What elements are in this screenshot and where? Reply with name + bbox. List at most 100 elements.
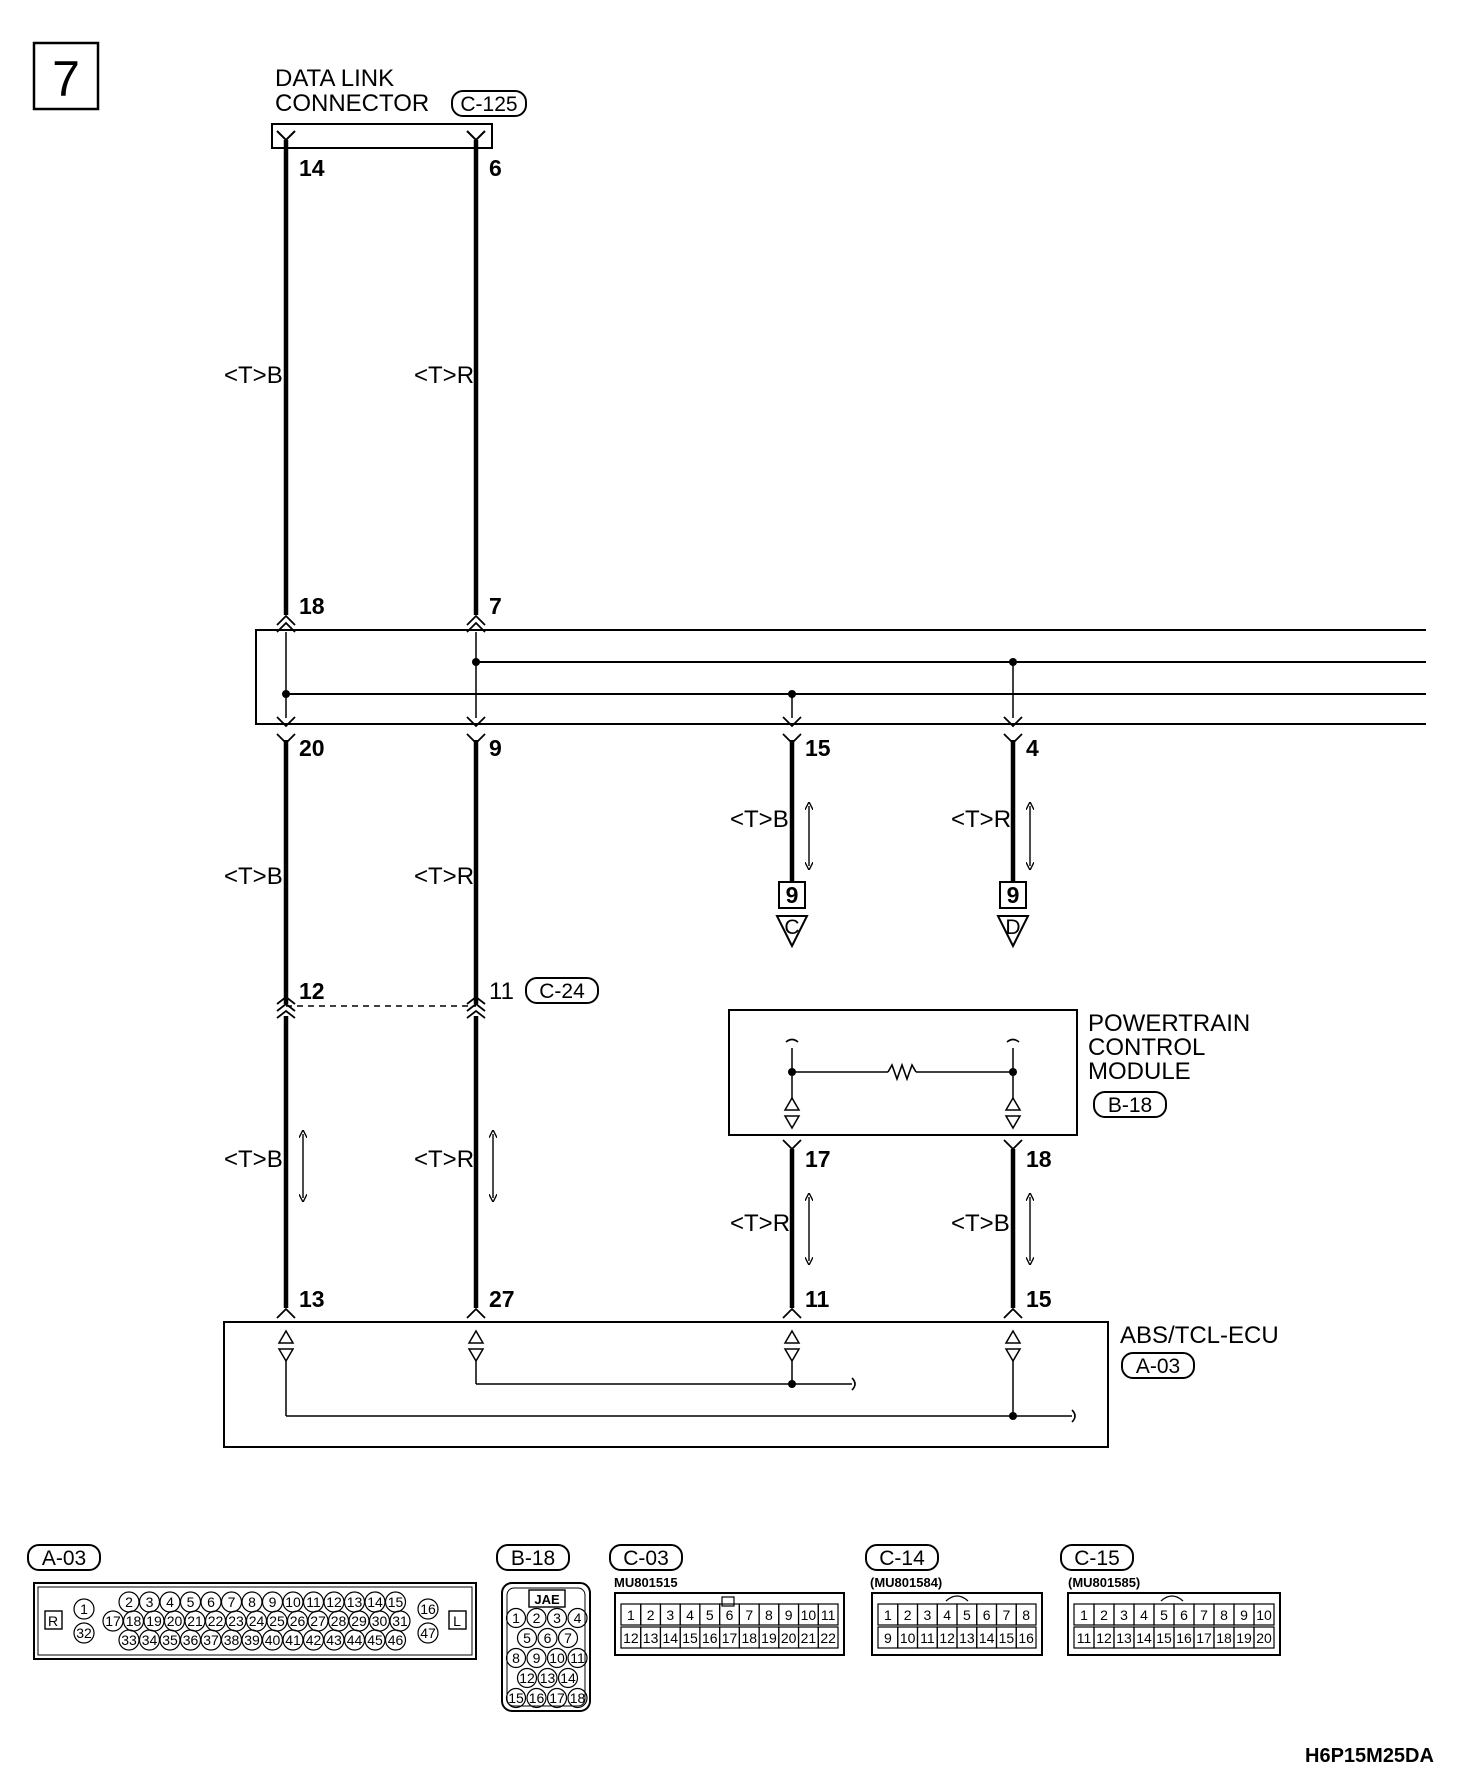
cavity-number: 2	[533, 1610, 541, 1626]
page-number: 7	[52, 51, 80, 107]
cavity-number: 18	[570, 1690, 586, 1706]
io-terminal-icon	[277, 1329, 295, 1363]
cavity-number: 15	[999, 1630, 1015, 1646]
cavity-number: 6	[983, 1607, 991, 1623]
splice-dot	[1009, 1412, 1017, 1420]
connector-terminal	[782, 1139, 802, 1151]
cavity-number: 12	[623, 1630, 639, 1646]
connector-terminal	[782, 1307, 802, 1319]
cavity-number: 6	[726, 1607, 734, 1623]
junction-pin-20: 20	[299, 735, 325, 761]
wire-color-label: <T>B	[224, 362, 283, 389]
dlc-pin-right-terminal	[466, 130, 486, 142]
svg-text:C-14: C-14	[879, 1547, 925, 1570]
cavity-number: 3	[1120, 1607, 1128, 1623]
svg-text:L: L	[453, 1613, 461, 1629]
abs-code: A-03	[1136, 1355, 1180, 1378]
abs-pin-27: 27	[489, 1286, 515, 1312]
continuation-marker-c: 9 C	[775, 881, 809, 949]
c24-code: C-24	[539, 980, 585, 1003]
cavity-number: 1	[1080, 1607, 1088, 1623]
cavity-number: 19	[761, 1630, 777, 1646]
abs-pin-11: 11	[805, 1286, 830, 1312]
cavity-number: 11	[821, 1607, 836, 1623]
cavity-number: 6	[544, 1630, 552, 1646]
cavity-number: 9	[533, 1650, 541, 1666]
pcm-box	[728, 1009, 1078, 1136]
svg-text:JAE: JAE	[534, 1592, 560, 1607]
continuation-marker-d: 9 D	[996, 881, 1030, 949]
cavity-cell	[1253, 1626, 1275, 1649]
cavity-number: 1	[627, 1607, 635, 1623]
cavity-circle	[546, 1607, 568, 1629]
cavity-number: 17	[722, 1630, 738, 1646]
cavity-number: 7	[228, 1594, 236, 1610]
cavity-circle	[516, 1627, 538, 1649]
junction-pin-9: 9	[489, 735, 502, 761]
cavity-number: 16	[702, 1630, 718, 1646]
cavity-circle	[73, 1598, 95, 1620]
io-terminal-icon	[1004, 1096, 1022, 1130]
cavity-circle	[505, 1687, 527, 1709]
cavity-number: 11	[306, 1594, 321, 1610]
svg-text:B-18: B-18	[511, 1547, 555, 1570]
cavity-number: 5	[706, 1607, 714, 1623]
splice-dot	[788, 1068, 796, 1076]
joint-connector-box	[255, 629, 1426, 725]
pcm-code-badge: B-18	[1093, 1091, 1167, 1118]
cavity-number: 3	[146, 1594, 154, 1610]
cavity-number: 22	[208, 1613, 224, 1629]
cavity-number: 4	[1140, 1607, 1148, 1623]
cavity-number: 14	[367, 1594, 383, 1610]
cavity-circle	[526, 1607, 547, 1629]
wire-color-label: <T>B	[224, 863, 283, 890]
cavity-number: 11	[920, 1630, 935, 1646]
cavity-number: 7	[1002, 1607, 1010, 1623]
cavity-number: 22	[820, 1630, 836, 1646]
dlc-name-line1: DATA LINK	[275, 65, 394, 92]
cavity-circle	[526, 1647, 547, 1669]
cavity-circle	[537, 1667, 558, 1689]
cavity-number: 12	[519, 1670, 535, 1686]
splice-dot	[788, 690, 796, 698]
svg-text:A-03: A-03	[42, 1547, 86, 1570]
cavity-number: 10	[1256, 1607, 1272, 1623]
cavity-number: 8	[512, 1650, 520, 1666]
cavity-number: 21	[187, 1613, 203, 1629]
cavity-circle	[526, 1687, 547, 1709]
cavity-number: 12	[326, 1594, 342, 1610]
wire-break-symbol	[785, 1038, 799, 1043]
cavity-number: 14	[979, 1630, 995, 1646]
c24-pin-11: 11	[489, 978, 514, 1005]
wire-color-label: <T>B	[730, 806, 789, 833]
drawing-code: H6P15M25DA	[1305, 1745, 1434, 1767]
cavity-number: 13	[1116, 1630, 1132, 1646]
connector-terminal	[1003, 1139, 1023, 1151]
cavity-number: 4	[166, 1594, 174, 1610]
wire-break-symbol	[851, 1377, 856, 1391]
dlc-pin-left-terminal	[276, 130, 296, 142]
wire-color-label: <T>B	[224, 1146, 283, 1173]
cavity-number: 17	[549, 1690, 565, 1706]
cavity-number: 6	[207, 1594, 215, 1610]
cavity-number: 10	[801, 1607, 817, 1623]
cavity-number: 11	[1077, 1630, 1092, 1646]
cavity-number: 41	[285, 1632, 301, 1648]
wire-color-label: <T>R	[730, 1210, 790, 1237]
cavity-number: 19	[1236, 1630, 1252, 1646]
pcm-name-line1: POWERTRAIN	[1088, 1010, 1250, 1037]
cavity-number: 4	[686, 1607, 694, 1623]
connector-terminal	[466, 716, 486, 745]
junction-pin-7: 7	[489, 593, 502, 619]
connector-terminal	[276, 716, 296, 745]
cavity-cell	[817, 1626, 839, 1649]
cavity-number: 15	[682, 1630, 698, 1646]
pcm-pin-17: 17	[805, 1146, 831, 1172]
cavity-number: 13	[959, 1630, 975, 1646]
cavity-number: 20	[167, 1613, 183, 1629]
cavity-number: 25	[269, 1613, 285, 1629]
cavity-number: 15	[388, 1594, 404, 1610]
